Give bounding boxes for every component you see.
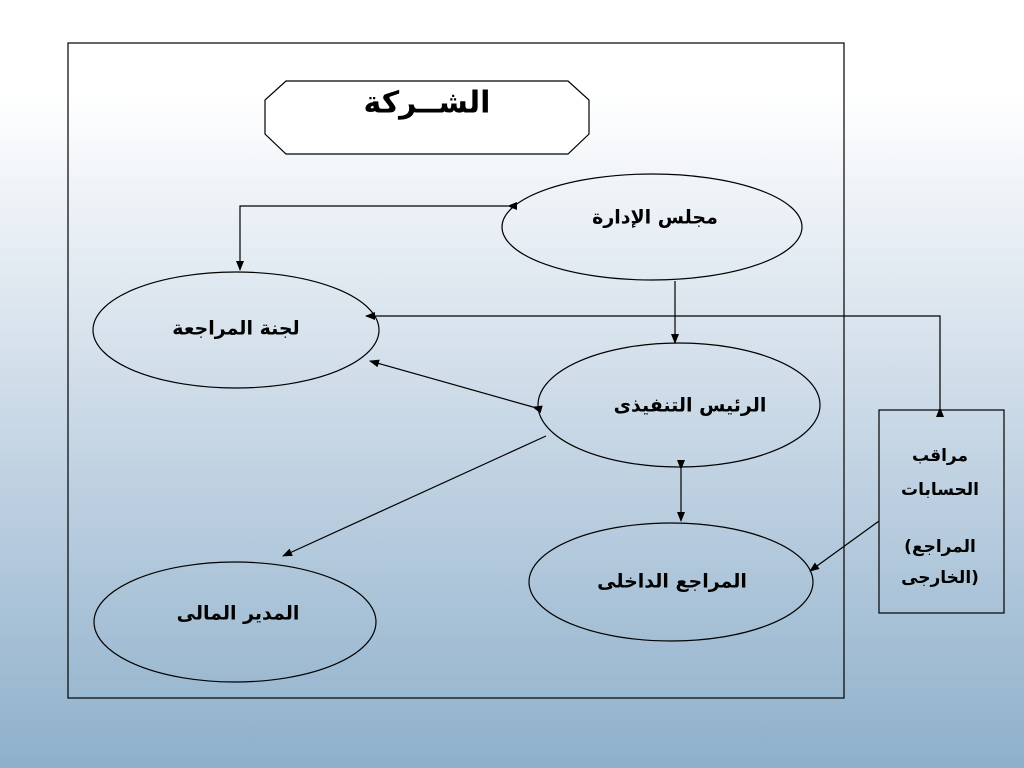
- connector-ceo-audit-committee: [369, 359, 543, 414]
- company-title-box: الشــركة: [264, 80, 590, 155]
- node-external-auditor-line3: (المراجع: [904, 537, 976, 557]
- node-board-of-directors-label: مجلس الإدارة: [592, 207, 718, 229]
- node-audit-committee-label: لجنة المراجعة: [172, 318, 299, 340]
- node-external-auditor: مراقب الحسابات (المراجع الخارجى): [878, 409, 1005, 614]
- node-external-auditor-line1: مراقب: [912, 446, 968, 466]
- node-ceo-label: الرئيس التنفيذى: [614, 395, 767, 417]
- node-internal-auditor: المراجع الداخلى: [528, 522, 814, 642]
- node-external-auditor-line2: الحسابات: [901, 480, 979, 500]
- connector-board-audit-committee: [236, 202, 517, 271]
- connector-external-auditor-audit-committee: [365, 312, 944, 417]
- node-cfo: المدير المالى: [93, 561, 377, 683]
- node-internal-auditor-label: المراجع الداخلى: [597, 571, 747, 593]
- node-board-of-directors: مجلس الإدارة: [501, 173, 803, 281]
- node-audit-committee: لجنة المراجعة: [92, 271, 380, 389]
- connector-external-auditor-internal-auditor: [809, 520, 880, 572]
- company-title: الشــركة: [364, 86, 491, 121]
- node-external-auditor-line4: الخارجى): [901, 568, 979, 588]
- node-ceo: الرئيس التنفيذى: [537, 342, 821, 468]
- connector-ceo-cfo: [282, 435, 547, 557]
- node-cfo-label: المدير المالى: [177, 603, 300, 625]
